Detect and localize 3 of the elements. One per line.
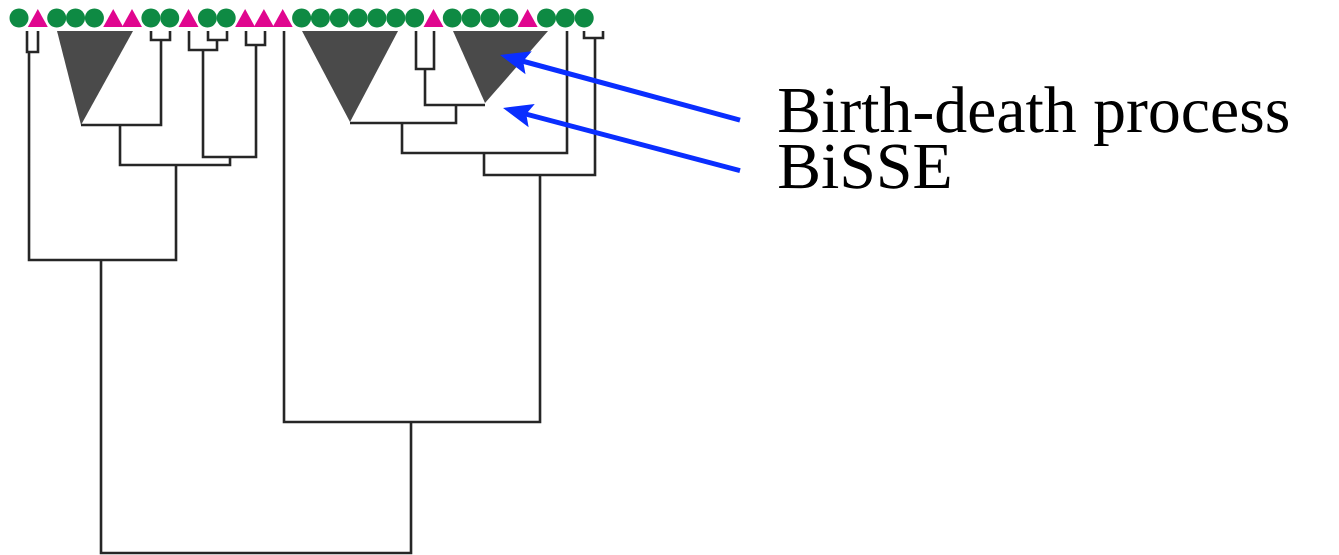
arrow — [500, 51, 741, 123]
arrow — [503, 104, 741, 173]
label-text: BiSSE — [779, 144, 950, 189]
